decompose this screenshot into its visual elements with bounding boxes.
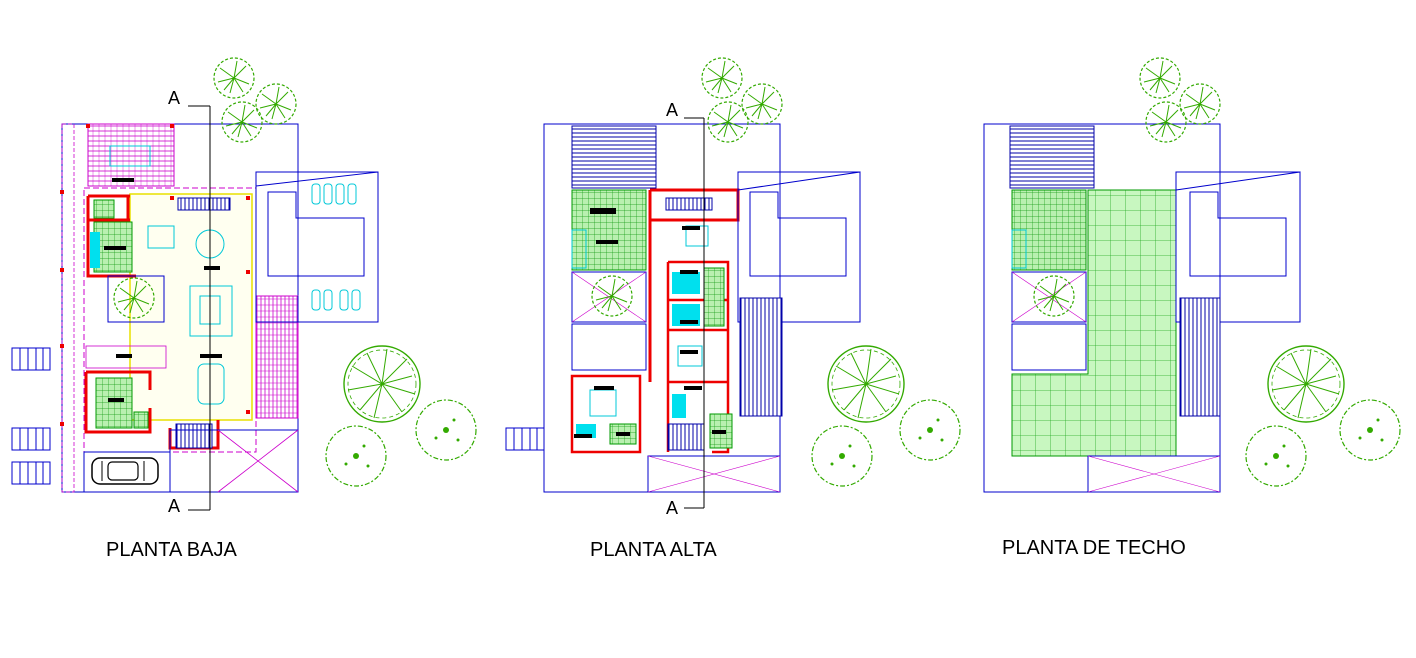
tree-icon <box>221 101 263 143</box>
plan-planta-de-techo: PLANTA DE TECHO <box>983 57 1401 559</box>
tree-icon <box>1145 101 1187 143</box>
tree-icon <box>325 425 387 487</box>
section-cut-label-top: A <box>666 100 678 120</box>
tree-icon <box>591 275 633 317</box>
tree-icon <box>1267 345 1345 423</box>
pergola <box>87 123 175 187</box>
tree-icon <box>255 83 297 125</box>
section-cut-label-top: A <box>168 88 180 108</box>
tree-icon <box>1033 275 1075 317</box>
tree-icon <box>827 345 905 423</box>
tree-icon <box>1339 399 1401 461</box>
tree-icon <box>415 399 477 461</box>
tree-icon <box>343 345 421 423</box>
car-icon <box>91 457 159 485</box>
plan-title-planta-alta: PLANTA ALTA <box>590 539 717 561</box>
plan-planta-alta: A A PLANTA ALTA <box>505 57 961 561</box>
tree-icon <box>741 83 783 125</box>
section-cut-label-bottom: A <box>666 498 678 518</box>
tree-icon <box>1245 425 1307 487</box>
bench-icon <box>11 461 51 485</box>
tree-icon <box>1179 83 1221 125</box>
tree-icon <box>707 101 749 143</box>
section-cut-label-bottom: A <box>168 496 180 516</box>
tree-icon <box>701 57 743 99</box>
tree-icon <box>899 399 961 461</box>
plan-planta-baja: A A PLANTA BAJA <box>11 57 477 561</box>
plan-title-planta-de-techo: PLANTA DE TECHO <box>1002 537 1186 559</box>
tree-icon <box>213 57 255 99</box>
plan-title-planta-baja: PLANTA BAJA <box>106 539 237 561</box>
bench-icon <box>505 427 545 451</box>
bench-icon <box>11 347 51 371</box>
tree-icon <box>811 425 873 487</box>
bench-icon <box>11 427 51 451</box>
tree-icon <box>1139 57 1181 99</box>
